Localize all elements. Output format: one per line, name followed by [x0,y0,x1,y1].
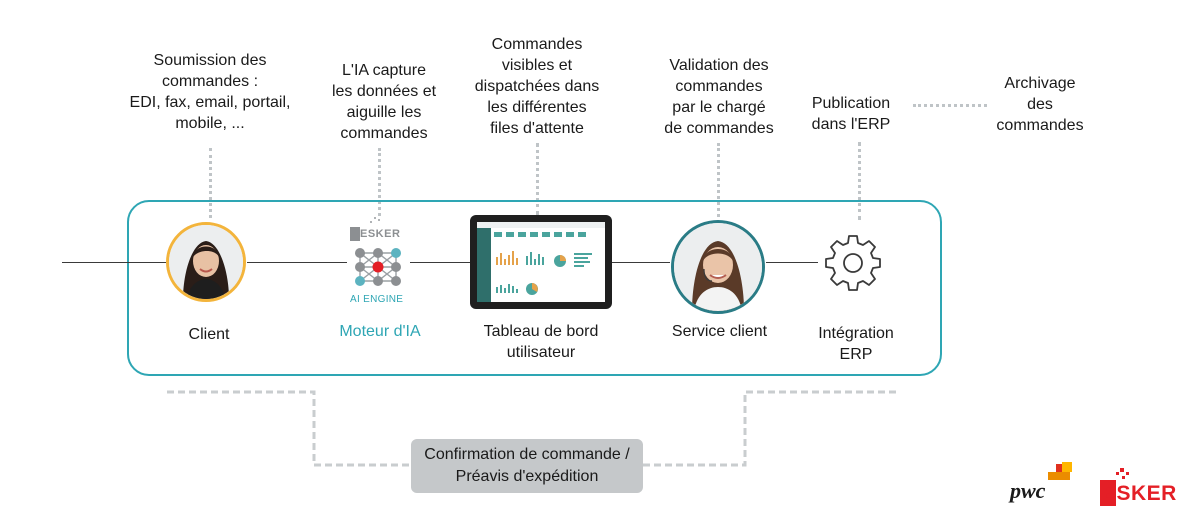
caption-dashboard-queues: Commandes visibles et dispatchées dans l… [462,34,612,139]
gear-icon [825,235,881,291]
esker-wordmark: ESKER [1102,482,1177,505]
label-ai-engine: Moteur d'IA [320,321,440,342]
pwc-mark-icon [1048,462,1072,480]
connector-submission [209,148,212,218]
caption-order-submission: Soumission des commandes : EDI, fax, ema… [120,50,300,134]
esker-logo: ESKER [1098,466,1196,512]
caption-line: les différentes [487,99,587,116]
caption-line: dispatchées dans [474,78,600,95]
pwc-logo: pwc [1010,462,1082,512]
caption-line: Archivage [1004,75,1076,92]
confirmation-line: Confirmation de commande / [424,446,630,463]
neural-network-icon [350,217,401,286]
flow-line [766,262,818,263]
label-line: utilisateur [506,344,576,361]
caption-line: Soumission des [153,52,267,69]
label-dashboard: Tableau de bord utilisateur [466,321,616,363]
caption-publication: Publication dans l'ERP [796,93,906,135]
label-client: Client [164,324,254,345]
caption-line: visibles et [501,57,573,74]
label-line: Intégration [818,325,894,342]
ai-engine-logo: ESKER AI ENGINE [348,215,410,305]
label-line: Client [188,326,230,343]
client-avatar [166,222,246,302]
flow-line [247,262,347,263]
caption-line: Validation des [669,57,769,74]
flow-line [612,262,670,263]
label-erp: Intégration ERP [806,323,906,365]
service-agent-portrait-icon [674,223,762,311]
caption-line: L'IA capture [342,62,426,79]
connector-ai [378,148,381,216]
connector-dashboard [536,143,539,215]
connector-archiving [913,104,987,107]
connector-validation [717,143,720,217]
caption-line: commandes [996,117,1084,134]
caption-line: dans l'ERP [811,116,891,133]
flow-line [62,262,166,263]
process-flow-frame [127,200,942,376]
caption-line: des [1027,96,1053,113]
pwc-wordmark: pwc [1010,478,1046,503]
caption-line: par le chargé [672,99,766,116]
flow-line [410,262,470,263]
erp-gear-icon [822,232,884,294]
confirmation-box: Confirmation de commande / Préavis d'exp… [411,439,643,493]
connector-publication [858,142,861,220]
client-portrait-icon [169,225,243,299]
caption-validation: Validation des commandes par le chargé d… [644,55,794,139]
caption-archiving: Archivage des commandes [975,73,1105,136]
caption-line: commandes : [161,73,259,90]
caption-line: commandes [340,125,428,142]
label-line: Tableau de bord [483,323,599,340]
caption-line: Publication [811,95,891,112]
esker-mark-icon [1100,468,1129,506]
label-line: Service client [671,323,768,340]
service-client-avatar [671,220,765,314]
caption-line: EDI, fax, email, portail, [129,94,291,111]
caption-line: aiguille les [346,104,422,121]
label-line: Moteur d'IA [339,323,421,340]
caption-line: Commandes [491,36,583,53]
caption-line: commandes [675,78,763,95]
caption-line: mobile, ... [175,115,245,132]
label-service-client: Service client [652,321,787,342]
dashboard-screen-icon [477,222,605,302]
confirmation-line: Préavis d'expédition [455,468,599,485]
label-line: ERP [839,346,873,363]
caption-line: de commandes [664,120,774,137]
caption-line: files d'attente [490,120,584,137]
dashboard-tablet [470,215,612,309]
ai-logo-engine: AI ENGINE [350,294,404,305]
ai-logo-brand: ESKER [360,228,401,240]
caption-ai-capture: L'IA capture les données et aiguille les… [314,60,454,144]
caption-line: les données et [331,83,437,100]
